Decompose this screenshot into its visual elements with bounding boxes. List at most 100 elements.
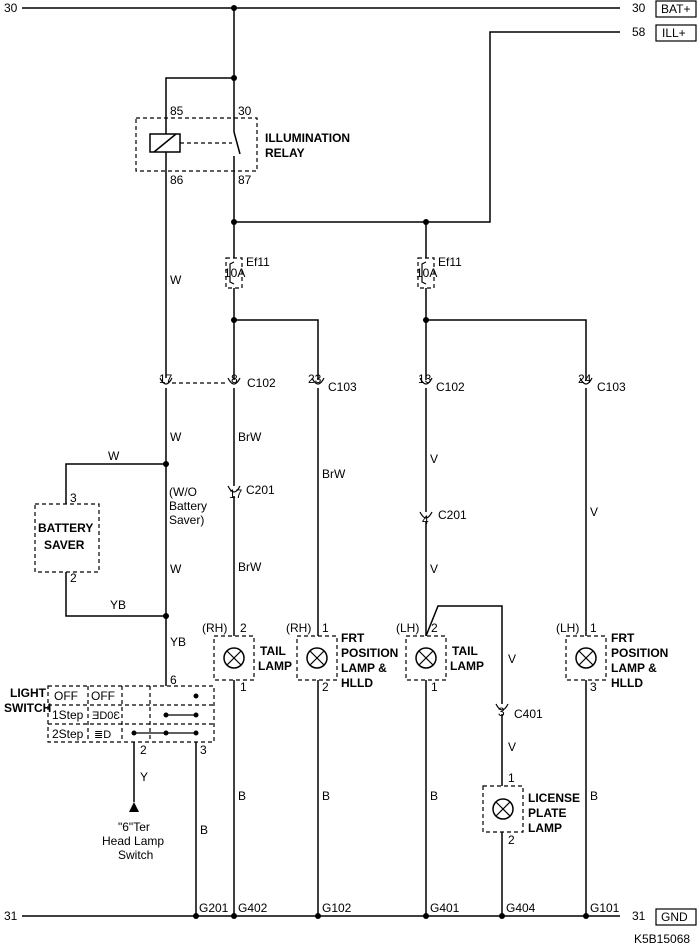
ground-g102: G102 [322,901,352,915]
tail-lamp-rh: BrW 17 C201 BrW (RH) 2 TAIL LAMP 1 B [202,388,292,916]
fuse2-rating: 10A [416,266,437,280]
fuse1-rating: 10A [224,266,245,280]
frt-position-lamp-lh: V (LH) 1 FRT POSITION LAMP & HLLD 3 B [556,388,668,916]
saver-note-1: (W/O [169,485,197,499]
tail-rh-label-1: TAIL [260,644,286,658]
c103-pin-23: 23 [308,372,322,386]
frt-lh-pin-bot: 3 [590,680,597,694]
ill-plus-rail: 58 ILL+ [426,24,697,223]
frt-position-lamp-rh: BrW (RH) 1 FRT POSITION LAMP & HLLD 2 B [286,388,398,916]
saver-note-2: Battery [169,499,207,513]
frt-rh-label-2: POSITION [341,646,398,660]
license-pin-bot: 2 [508,833,515,847]
wire-yb-2: YB [170,635,186,649]
frt-lh-label-2: POSITION [611,646,668,660]
wire-w-4: W [170,562,182,576]
wire-brw-3: BrW [322,467,346,481]
frt-lh-label-4: HLLD [611,676,643,690]
c401-pin-3: 3 [498,705,505,719]
frt-rh-label-4: HLLD [341,676,373,690]
frt-rh-label-3: LAMP & [341,661,387,675]
tail-rh-side: (RH) [202,621,227,635]
bat-plus-label: BAT+ [661,2,690,16]
relay-label-2: RELAY [265,146,305,160]
tail-lh-pin-top: 2 [431,621,438,635]
wire-w-1: W [170,273,182,287]
light-switch-label-2: SWITCH [4,701,51,715]
wire-y: Y [140,770,148,784]
illumination-relay: 85 30 86 87 ILLUMINATION RELAY [135,8,350,187]
relay-pin-85: 85 [170,104,184,118]
wire-b-1: B [200,823,208,837]
relay-pin-86: 86 [170,173,184,187]
gnd-rail: 31 31 GND G201 G402 G102 G401 G404 G101 [4,901,697,926]
frt-rh-pin-top: 1 [322,621,329,635]
c102-label-a: C102 [247,376,276,390]
relay-pin-30: 30 [238,104,252,118]
tail-rh-pin-top: 2 [240,621,247,635]
c201-label-a: C201 [246,483,275,497]
ground-g401: G401 [430,901,460,915]
saver-label-2: SAVER [44,538,85,552]
wire-brw-1: BrW [238,430,262,444]
switch-row-1step-step: 1Step [52,708,84,722]
c201-pin-17: 17 [229,487,243,501]
light-switch-label-1: LIGHT [10,686,47,700]
wire-b-5: B [590,789,598,803]
wire-v-3: V [508,652,516,666]
frt-lh-label-3: LAMP & [611,661,657,675]
ground-g402: G402 [238,901,268,915]
wire-b-4: B [430,789,438,803]
ill-plus-label: ILL+ [662,26,686,40]
frt-lh-label-1: FRT [611,631,635,645]
c102-label-b: C102 [436,380,465,394]
bat-plus-rail: 30 30 BAT+ [4,0,697,18]
gnd-rail-right-num: 31 [632,909,646,923]
switch-pin-3: 3 [200,743,207,757]
diagram-id: K5B15068 [634,932,690,946]
license-plate-lamp: 3 C401 V 1 LICENSE PLATE LAMP 2 [482,703,580,916]
wire-brw-2: BrW [238,560,262,574]
fuse1-name: Ef11 [246,255,270,269]
wire-v-4: V [508,740,516,754]
wire-v-5: V [590,505,598,519]
relay-pin-87: 87 [238,173,252,187]
wire-v-2: V [430,562,438,576]
switch-row-2step-sym: ≣D [94,729,111,741]
switch-row-2step-step: 2Step [52,727,84,741]
wire-b-3: B [322,789,330,803]
wire-v-1: V [430,452,438,466]
tail-lh-pin-bot: 1 [431,680,438,694]
c102-pin-13: 13 [418,372,432,386]
c201-pin-4: 4 [422,513,429,527]
tail-lh-label-1: TAIL [452,644,478,658]
c103-label-b: C103 [597,380,626,394]
frt-lh-pin-top: 1 [590,621,597,635]
saver-note-3: Saver) [169,513,204,527]
switch-row-1step-sym: ƎD0Ɛ [92,710,120,722]
bat-rail-left-num: 30 [4,1,18,15]
saver-pin-2: 2 [70,571,77,585]
relay-label-1: ILLUMINATION [265,131,350,145]
tail-rh-pin-bot: 1 [240,680,247,694]
tail-lh-side: (LH) [396,621,419,635]
fuse-ef11-2: Ef11 10A [416,255,462,289]
fuse2-name: Ef11 [438,255,462,269]
switch-pin-6: 6 [170,673,177,687]
gnd-rail-left-num: 31 [4,909,18,923]
ground-g101: G101 [590,901,620,915]
fuse-branch: Ef11 10A Ef11 10A [224,170,587,380]
headlamp-switch-3: Switch [118,848,153,862]
light-switch: LIGHT SWITCH OFF OFF 1Step ƎD0Ɛ 2Step ≣D… [4,673,215,916]
headlamp-switch-2: Head Lamp [102,834,164,848]
c103-pin-24: 24 [578,372,592,386]
switch-row-off-sym: OFF [91,689,115,703]
gnd-label: GND [661,910,688,924]
bat-rail-right-num: 30 [632,1,646,15]
switch-pin-2: 2 [140,743,147,757]
c201-label-b: C201 [438,508,467,522]
c102-pin-17: 17 [159,372,173,386]
frt-lh-side: (LH) [556,621,579,635]
tail-rh-label-2: LAMP [258,659,292,673]
fuse-ef11-1: Ef11 10A [224,255,270,289]
